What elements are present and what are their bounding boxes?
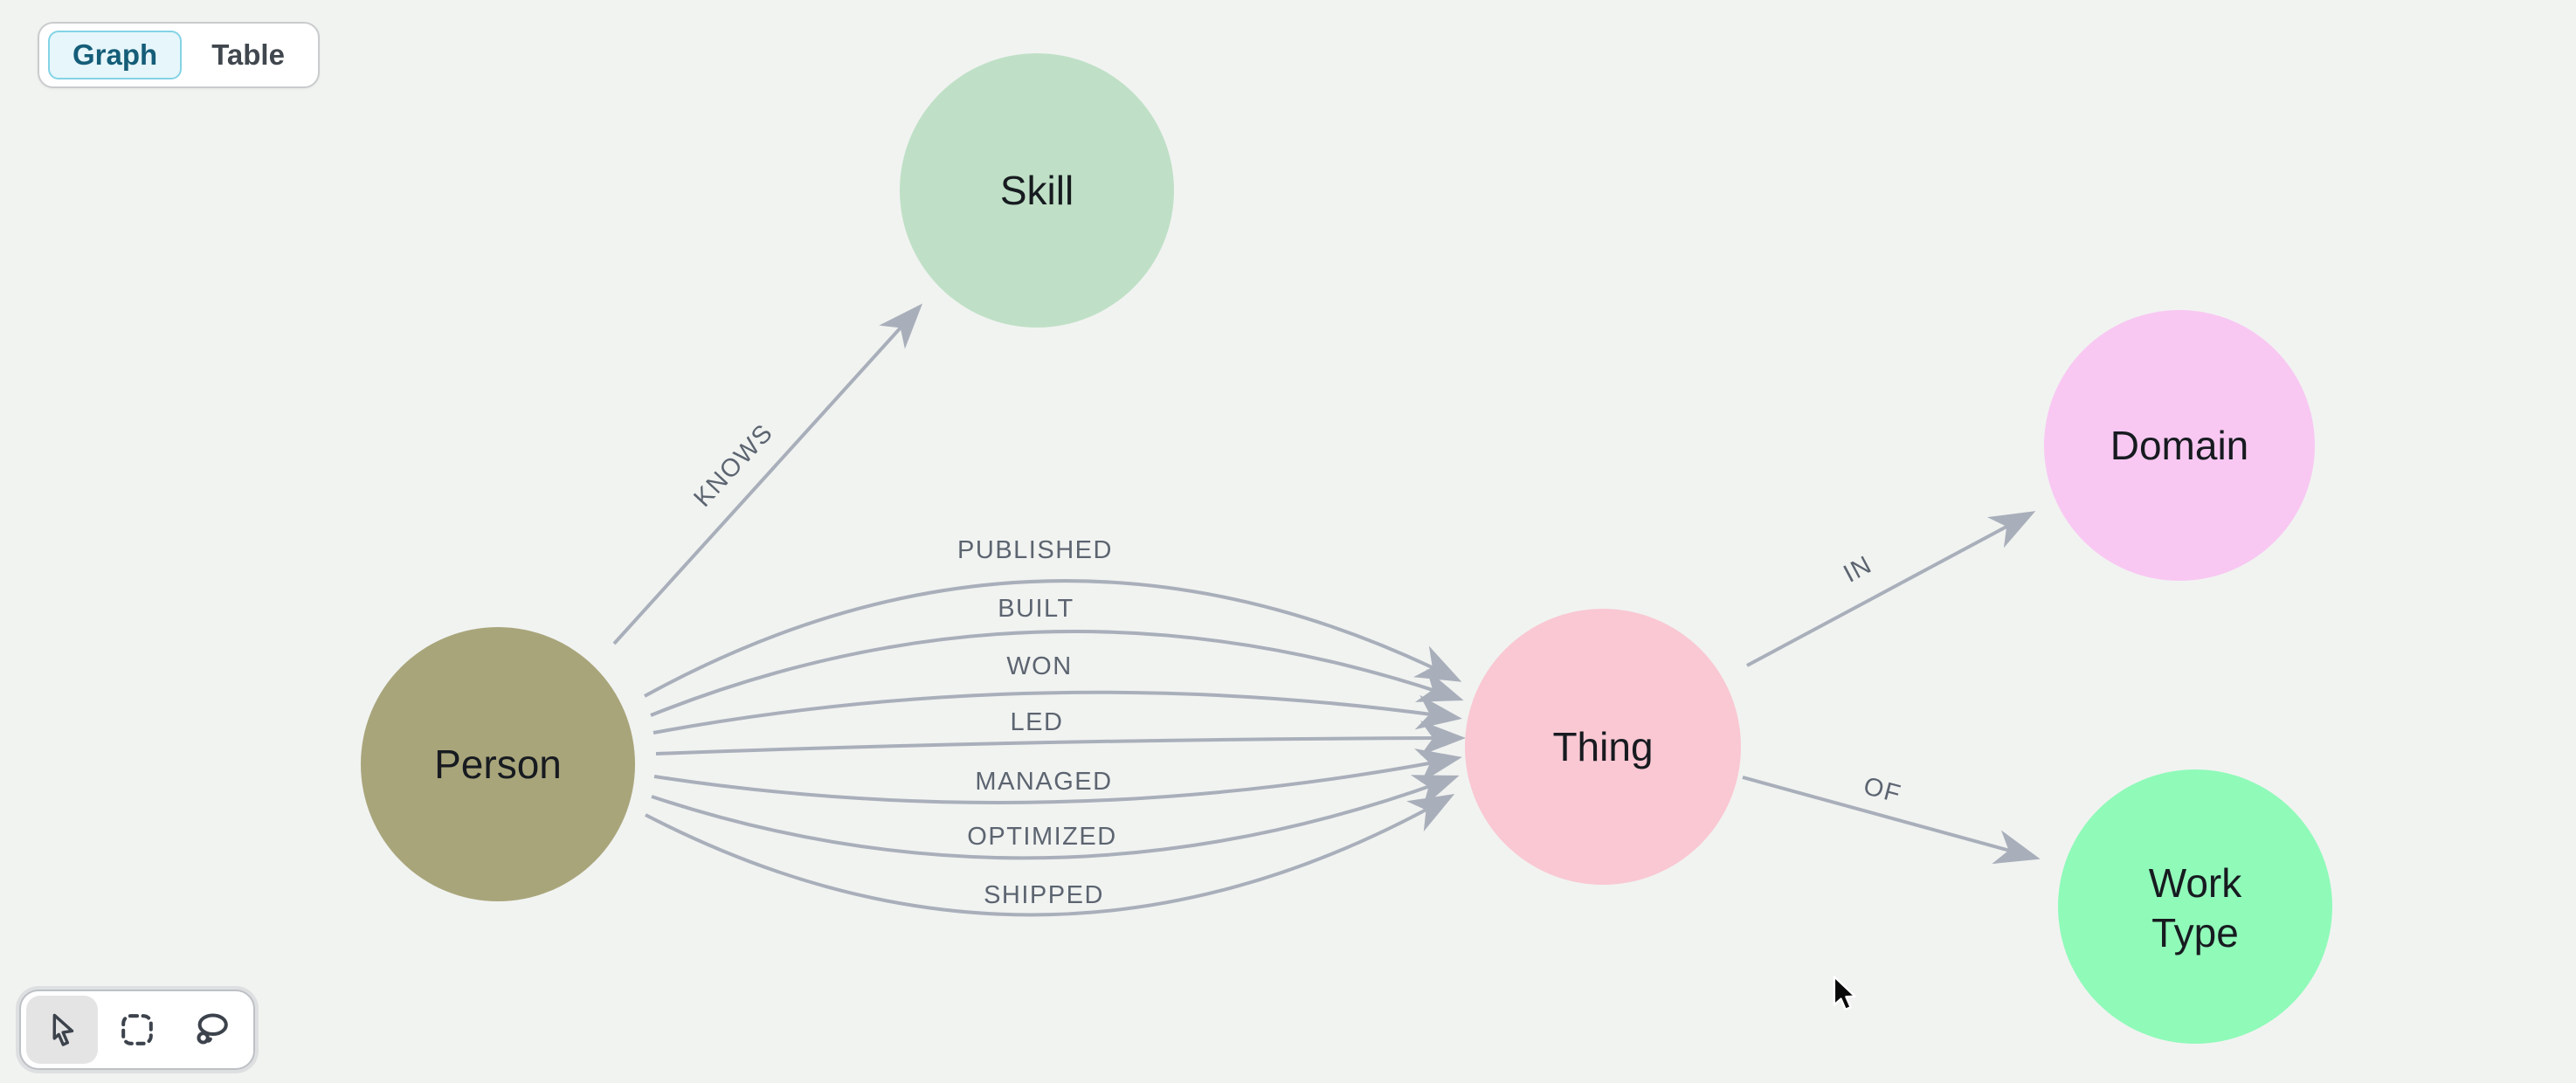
edge-won[interactable] <box>653 690 1462 735</box>
tab-table[interactable]: Table <box>187 31 309 79</box>
edge-label-published: PUBLISHED <box>957 536 1113 564</box>
edge-label-of: OF <box>1861 772 1904 809</box>
edge-knows[interactable] <box>612 303 923 645</box>
edge-label-in: IN <box>1839 550 1876 588</box>
tab-graph[interactable]: Graph <box>48 31 183 79</box>
pointer-tool-button[interactable] <box>26 996 98 1064</box>
selection-toolbar <box>19 990 255 1070</box>
marquee-icon <box>117 1010 157 1050</box>
edge-label-built: BUILT <box>998 595 1074 623</box>
edge-label-shipped: SHIPPED <box>984 881 1104 909</box>
node-thing[interactable]: Thing <box>1465 609 1741 885</box>
edge-managed[interactable] <box>653 748 1462 804</box>
edge-in[interactable] <box>1746 511 2036 667</box>
edge-label-optimized: OPTIMIZED <box>967 823 1116 851</box>
node-person[interactable]: Person <box>361 627 635 901</box>
lasso-tool-button[interactable] <box>176 996 248 1064</box>
edge-shipped[interactable] <box>645 794 1455 917</box>
edge-of[interactable] <box>1742 776 2041 865</box>
edge-label-won: WON <box>1006 652 1072 680</box>
node-label-skill: Skill <box>1000 168 1074 213</box>
node-skill[interactable]: Skill <box>900 53 1174 328</box>
node-label-person: Person <box>434 742 562 787</box>
edge-label-managed: MANAGED <box>975 768 1112 796</box>
edge-label-knows: KNOWS <box>688 418 778 512</box>
lasso-icon <box>192 1010 232 1050</box>
node-label-domain: Domain <box>2110 423 2249 468</box>
edge-published[interactable] <box>644 579 1462 698</box>
edge-built[interactable] <box>650 629 1464 717</box>
edge-label-led: LED <box>1011 708 1064 736</box>
edge-led[interactable] <box>655 721 1466 756</box>
edge-optimized[interactable] <box>651 775 1460 860</box>
node-domain[interactable]: Domain <box>2044 310 2315 581</box>
marquee-tool-button[interactable] <box>101 996 173 1064</box>
pointer-icon <box>42 1010 82 1050</box>
view-toggle: Graph Table <box>38 22 320 88</box>
node-label-thing: Thing <box>1552 724 1653 769</box>
